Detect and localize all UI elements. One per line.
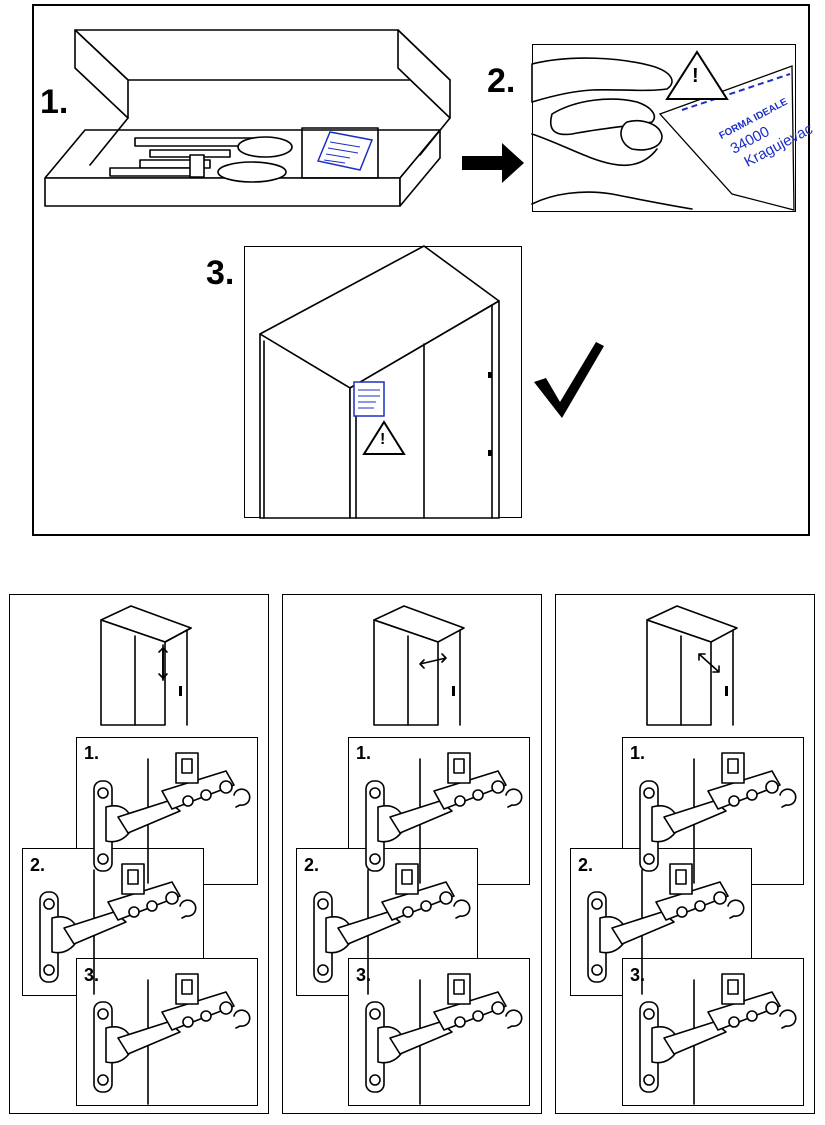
step-1-number: 1. [40, 83, 69, 121]
panel2-step2-number: 2. [304, 855, 320, 875]
checkmark-icon [534, 342, 604, 418]
right-arrow-icon [462, 143, 524, 183]
hinge-drawing [639, 752, 797, 884]
panel3-step2-number: 2. [578, 855, 594, 875]
hinge-drawing [587, 863, 745, 995]
open-package-illustration [44, 29, 451, 207]
hinge-drawing [313, 863, 471, 995]
warning-symbol-step2: ! [692, 65, 699, 87]
panel1-step2-number: 2. [30, 855, 46, 875]
step-3-number: 3. [206, 254, 235, 292]
step-2-number: 2. [487, 62, 516, 100]
panel1-step1-number: 1. [84, 743, 100, 763]
hinge-drawing [365, 752, 523, 884]
hinge-drawing [39, 863, 197, 995]
hinge-drawing [639, 973, 797, 1105]
cabinet-with-label-illustration [259, 245, 500, 519]
cabinet-depth-adjust-icon [646, 605, 738, 726]
panel3-step1-number: 1. [630, 743, 646, 763]
warning-symbol-step3: ! [380, 431, 386, 448]
hinge-drawing [93, 973, 251, 1105]
cabinet-horizontal-adjust-icon [373, 605, 465, 726]
cabinet-vertical-adjust-icon [100, 605, 192, 726]
panel1-step3-number: 3. [84, 965, 100, 985]
panel2-step1-number: 1. [356, 743, 372, 763]
hinge-drawing [93, 752, 251, 884]
peel-label-illustration [531, 50, 795, 211]
hinge-drawing [365, 973, 523, 1105]
